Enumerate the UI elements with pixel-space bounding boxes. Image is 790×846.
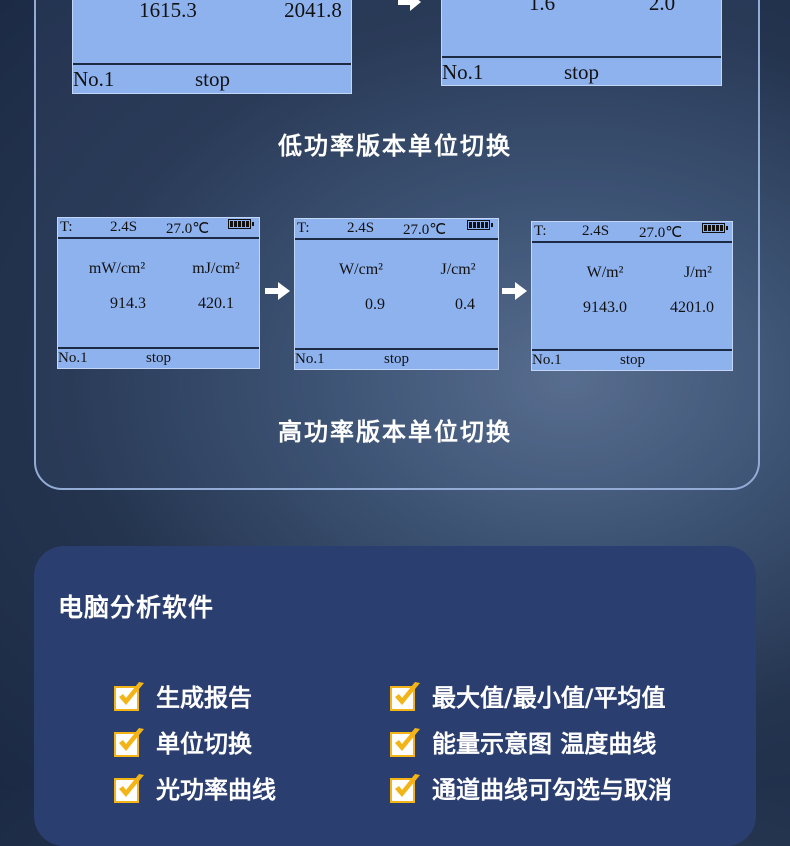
lcd-time: 2.4S <box>582 223 610 239</box>
lcd-value-b: 420.1 <box>198 295 234 312</box>
checkmark-icon <box>390 727 420 757</box>
lcd-value-a: 9143.0 <box>583 299 627 316</box>
feature-label: 通道曲线可勾选与取消 <box>432 776 672 804</box>
arrow-right-icon <box>265 282 290 300</box>
lcd-unit-b: J/cm² <box>440 261 476 278</box>
lcd-footer-status: stop <box>620 352 646 368</box>
checkmark-icon <box>390 773 420 803</box>
battery-icon <box>467 220 493 230</box>
battery-icon <box>228 219 254 229</box>
lcd-screen-low-right: 1.6 2.0 No.1 stop <box>441 0 722 86</box>
checkmark-icon <box>114 681 144 711</box>
lcd-footer-channel: No.1 <box>73 67 115 91</box>
lcd-footer: No.1 stop <box>58 347 259 368</box>
lcd-status-bar: T: 2.4S 27.0℃ <box>532 222 732 243</box>
lcd-value-b: 2041.8 <box>284 0 342 22</box>
battery-icon <box>702 223 728 233</box>
checkmark-icon <box>390 681 420 711</box>
lcd-value-a: 0.9 <box>365 296 385 313</box>
lcd-value-b: 0.4 <box>455 296 475 313</box>
lcd-footer-status: stop <box>564 60 600 84</box>
lcd-temperature: 27.0℃ <box>639 225 683 241</box>
lcd-footer-channel: No.1 <box>442 60 484 84</box>
lcd-value-b: 2.0 <box>648 0 676 15</box>
lcd-unit-a: W/m² <box>586 264 624 281</box>
lcd-value-a: 914.3 <box>110 295 146 312</box>
lcd-footer-status: stop <box>195 67 231 91</box>
software-title: 电脑分析软件 <box>58 593 215 622</box>
lcd-temperature: 27.0℃ <box>403 222 447 238</box>
low-power-title: 低功率版本单位切换 <box>278 132 512 160</box>
feature-item: 单位切换 <box>114 724 252 759</box>
lcd-footer-status: stop <box>384 351 410 367</box>
checkmark-icon <box>114 727 144 757</box>
lcd-value-a: 1615.3 <box>139 0 197 22</box>
lcd-unit-a: mW/cm² <box>88 260 146 277</box>
lcd-status-bar: T: 2.4S 27.0℃ <box>58 218 259 239</box>
feature-item: 最大值/最小值/平均值 <box>390 678 666 713</box>
lcd-footer-status: stop <box>146 350 172 366</box>
lcd-time: 2.4S <box>347 220 375 236</box>
feature-label: 最大值/最小值/平均值 <box>432 684 666 712</box>
lcd-footer-channel: No.1 <box>58 350 88 366</box>
feature-label: 光功率曲线 <box>156 776 276 804</box>
feature-item: 光功率曲线 <box>114 770 276 805</box>
lcd-t-label: T: <box>60 219 73 235</box>
lcd-footer: No.1 stop <box>295 348 498 369</box>
high-power-title: 高功率版本单位切换 <box>278 418 512 446</box>
arrow-right-icon <box>398 0 421 11</box>
lcd-footer: No.1 stop <box>532 349 732 370</box>
feature-label: 单位切换 <box>156 730 252 758</box>
feature-label: 生成报告 <box>156 684 252 712</box>
lcd-value-a: 1.6 <box>528 0 556 15</box>
lcd-footer-channel: No.1 <box>295 351 325 367</box>
lcd-footer: No.1 stop <box>442 56 721 85</box>
lcd-status-bar: T: 2.4S 27.0℃ <box>295 219 498 240</box>
lcd-temperature: 27.0℃ <box>166 221 210 237</box>
lcd-screen-high-3: T: 2.4S 27.0℃ W/m² J/m² 9143.0 4201.0 No… <box>531 221 733 371</box>
arrow-right-icon <box>502 282 527 300</box>
lcd-t-label: T: <box>534 223 547 239</box>
lcd-t-label: T: <box>297 220 310 236</box>
feature-item: 生成报告 <box>114 678 252 713</box>
lcd-footer: No.1 stop <box>73 63 351 93</box>
lcd-unit-b: J/m² <box>684 264 712 281</box>
checkmark-icon <box>114 773 144 803</box>
feature-item: 通道曲线可勾选与取消 <box>390 770 672 805</box>
lcd-unit-a: W/cm² <box>339 261 383 278</box>
lcd-screen-low-left: 1615.3 2041.8 No.1 stop <box>72 0 352 94</box>
lcd-value-b: 4201.0 <box>670 299 714 316</box>
lcd-time: 2.4S <box>110 219 138 235</box>
lcd-screen-high-2: T: 2.4S 27.0℃ W/cm² J/cm² 0.9 0.4 No.1 s… <box>294 218 499 370</box>
software-card: 电脑分析软件 生成报告 单位切换 光功率曲线 最大值/最小值/平均值 <box>34 546 756 846</box>
lcd-screen-high-1: T: 2.4S 27.0℃ mW/cm² mJ/cm² 914.3 420.1 … <box>57 217 260 369</box>
lcd-unit-b: mJ/cm² <box>192 260 240 277</box>
feature-item: 能量示意图 温度曲线 <box>390 724 656 759</box>
feature-label: 能量示意图 温度曲线 <box>432 730 657 758</box>
lcd-footer-channel: No.1 <box>532 352 562 368</box>
